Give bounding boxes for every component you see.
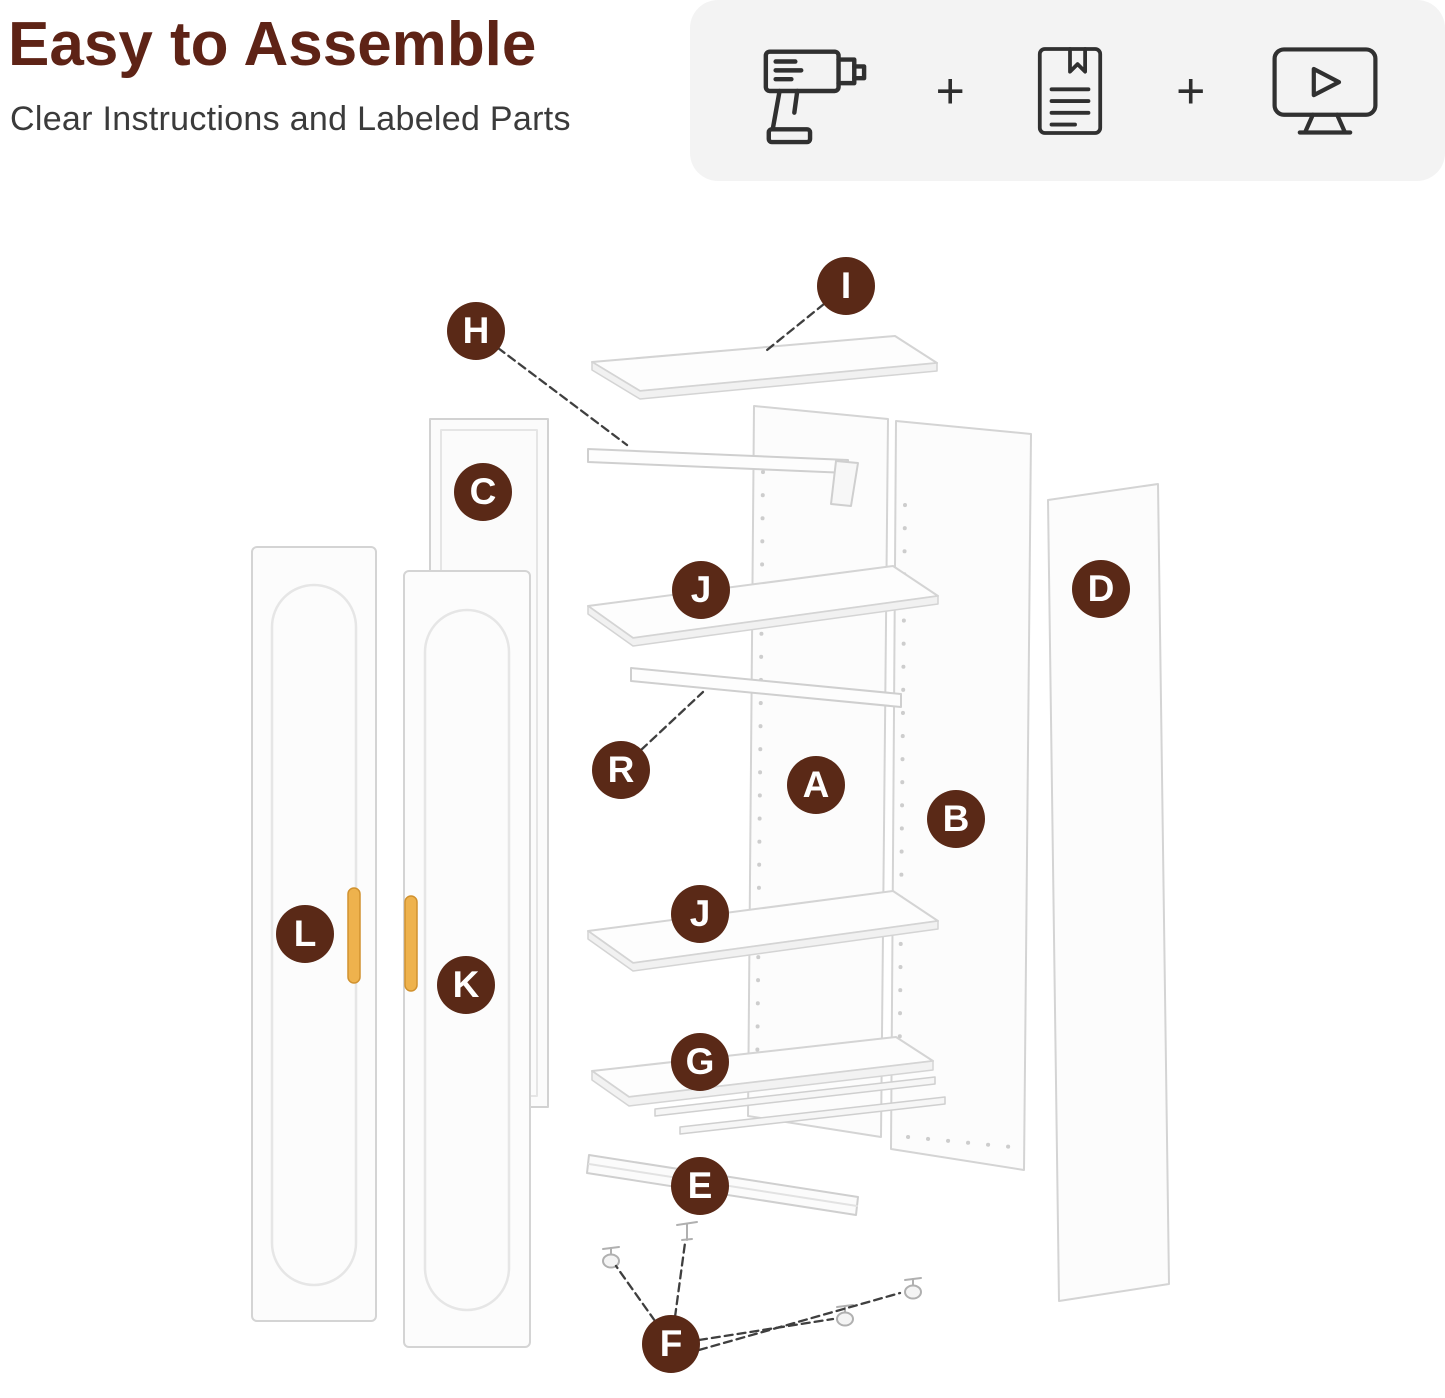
part-label-l: L bbox=[276, 905, 334, 963]
part-label-a: A bbox=[787, 756, 845, 814]
assembly-aids-panel: + + bbox=[690, 0, 1445, 181]
part-f-feet bbox=[602, 1221, 922, 1327]
part-g-sliding-shelf bbox=[591, 1036, 946, 1135]
leader-line-f4 bbox=[697, 1291, 902, 1352]
part-label-j-lower: J bbox=[671, 885, 729, 943]
page-title: Easy to Assemble bbox=[8, 10, 537, 79]
plus-separator: + bbox=[1176, 62, 1206, 119]
part-r-hanging-rod bbox=[630, 667, 902, 708]
leader-line-r bbox=[639, 690, 705, 752]
leader-line-f1 bbox=[614, 1264, 657, 1323]
video-icon bbox=[1269, 40, 1381, 141]
part-label-e: E bbox=[671, 1157, 729, 1215]
part-label-h: H bbox=[447, 302, 505, 360]
plus-separator: + bbox=[935, 62, 965, 119]
part-d-side-panel bbox=[1047, 483, 1170, 1302]
part-label-j-upper: J bbox=[672, 561, 730, 619]
part-i-top-panel bbox=[591, 335, 938, 400]
page-subtitle: Clear Instructions and Labeled Parts bbox=[10, 100, 571, 138]
part-label-b: B bbox=[927, 790, 985, 848]
leader-lines bbox=[496, 302, 902, 1352]
leader-line-f3 bbox=[697, 1317, 835, 1342]
part-h-hanging-rod bbox=[587, 448, 859, 507]
leader-line-h bbox=[496, 346, 629, 447]
part-label-i: I bbox=[817, 257, 875, 315]
drill-icon bbox=[754, 34, 872, 147]
gold-handle-icon bbox=[404, 895, 418, 992]
leader-line-i bbox=[765, 302, 826, 352]
leader-line-f2 bbox=[673, 1241, 687, 1319]
manual-icon bbox=[1028, 44, 1112, 138]
part-label-f: F bbox=[642, 1315, 700, 1373]
part-label-c: C bbox=[454, 463, 512, 521]
part-label-d: D bbox=[1072, 560, 1130, 618]
part-j-shelf-upper bbox=[587, 565, 939, 647]
part-label-g: G bbox=[671, 1033, 729, 1091]
gold-handle-icon bbox=[347, 887, 361, 984]
part-label-k: K bbox=[437, 956, 495, 1014]
part-j-shelf-lower bbox=[587, 890, 939, 972]
part-label-r: R bbox=[592, 741, 650, 799]
